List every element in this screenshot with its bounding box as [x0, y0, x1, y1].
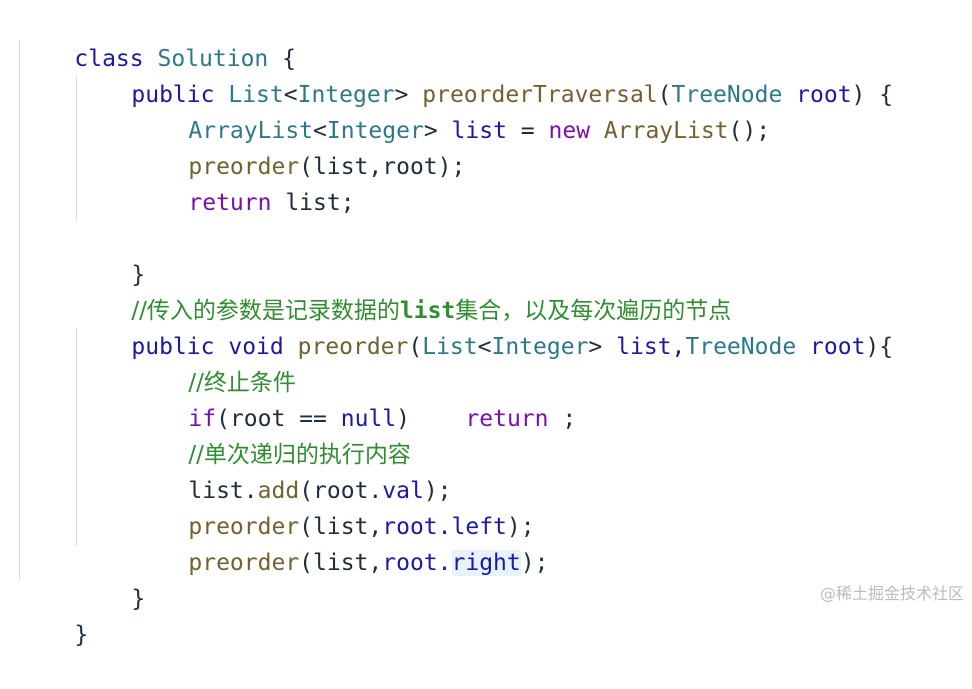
function-call: preorder — [188, 514, 300, 540]
object-ref: root. — [382, 514, 452, 540]
condition: (root — [216, 406, 286, 432]
keyword: return — [465, 406, 549, 432]
generic-close: > — [394, 82, 409, 108]
punctuation: ); — [520, 550, 549, 576]
variable-name: list — [451, 118, 507, 144]
field-name: left — [451, 514, 507, 540]
keyword: public — [131, 334, 215, 360]
code-line-4[interactable]: preorder(list,root); — [133, 113, 465, 180]
code-line-7[interactable]: } — [76, 221, 145, 288]
keyword: return — [188, 190, 272, 216]
method-name: preorder — [297, 334, 409, 360]
method-name: preorderTraversal — [422, 82, 658, 108]
indent-guide — [76, 76, 77, 221]
arguments: (list, — [299, 550, 383, 576]
arguments: (list, — [299, 514, 383, 540]
brace: { — [282, 46, 296, 72]
type-name: List — [422, 334, 478, 360]
watermark: @稀土掘金技术社区 — [819, 584, 964, 603]
code-line-14[interactable]: preorder(list,root.left); — [133, 473, 534, 540]
code-line-8[interactable]: //传入的参数是记录数据的list集合，以及每次遍历的节点 — [76, 257, 731, 324]
keyword: class — [74, 46, 144, 72]
method-call: add — [257, 478, 300, 504]
punctuation: ){ — [865, 334, 894, 360]
type-name: Integer — [326, 118, 424, 144]
param-name: root — [810, 334, 866, 360]
code-line-11[interactable]: if(root == null) return ; — [133, 365, 576, 432]
keyword: new — [548, 118, 591, 144]
comment: //单次递归的执行内容 — [188, 442, 411, 468]
code-line-2[interactable]: public List<Integer> preorderTraversal(T… — [76, 41, 893, 108]
paren: ) — [396, 406, 411, 432]
generic-open: < — [313, 118, 327, 144]
param-name: list, — [616, 334, 686, 360]
code-line-3[interactable]: ArrayList<Integer> list = new ArrayList(… — [133, 77, 770, 144]
brace: } — [131, 262, 146, 288]
type-name: TreeNode — [671, 82, 783, 108]
function-call: preorder — [188, 550, 300, 576]
keyword: public — [131, 82, 215, 108]
param-name: root — [796, 82, 852, 108]
code-line-13[interactable]: list.add(root.val); — [133, 437, 451, 504]
function-call: preorder — [188, 154, 300, 180]
punctuation: (); — [728, 118, 771, 144]
code-line-9[interactable]: public void preorder(List<Integer> list,… — [76, 293, 893, 360]
type-name: ArrayList — [188, 118, 314, 144]
punctuation: ; — [562, 406, 577, 432]
code-line-12[interactable]: //单次递归的执行内容 — [133, 401, 411, 468]
arguments: (list,root); — [299, 154, 466, 180]
object-ref: list. — [188, 478, 258, 504]
paren: ( — [657, 82, 672, 108]
object-ref: root. — [382, 550, 452, 576]
brace: } — [131, 586, 146, 612]
keyword: null — [340, 406, 397, 432]
punctuation: ); — [506, 514, 535, 540]
type-name: Integer — [297, 82, 395, 108]
brace: { — [879, 82, 894, 108]
brace: } — [74, 622, 89, 648]
keyword: void — [228, 334, 284, 360]
indent-guide — [19, 40, 20, 580]
generic-close: > — [423, 118, 438, 144]
code-line-1[interactable]: class Solution { — [19, 5, 296, 72]
code-line-15[interactable]: preorder(list,root.right); — [133, 509, 548, 576]
field-name: val — [382, 478, 424, 504]
operator: = — [520, 118, 535, 144]
code-line-5[interactable]: return list; — [133, 149, 354, 216]
return-value: list; — [271, 190, 355, 216]
punctuation: ); — [423, 478, 452, 504]
operator: == — [299, 406, 327, 432]
generic-open: < — [283, 82, 298, 108]
comment-bold: list — [399, 298, 456, 324]
constructor-name: ArrayList — [603, 118, 729, 144]
indent-guide — [76, 328, 77, 546]
keyword: if — [188, 406, 217, 432]
paren: ) — [851, 82, 866, 108]
comment: //终止条件 — [188, 370, 296, 396]
paren: ( — [408, 334, 423, 360]
type-name: TreeNode — [685, 334, 797, 360]
type-name: List — [228, 82, 284, 108]
generic-close: > — [588, 334, 603, 360]
field-name-highlighted: right — [451, 550, 521, 576]
generic-open: < — [477, 334, 492, 360]
code-line-10[interactable]: //终止条件 — [133, 329, 296, 396]
type-name: Integer — [491, 334, 589, 360]
code-line-16[interactable]: } — [76, 545, 145, 612]
code-editor[interactable]: class Solution { public List<Integer> pr… — [0, 0, 972, 648]
comment: 集合，以及每次遍历的节点 — [455, 298, 732, 324]
arguments: (root. — [299, 478, 383, 504]
class-name: Solution — [157, 46, 269, 72]
comment: //传入的参数是记录数据的 — [131, 298, 400, 324]
